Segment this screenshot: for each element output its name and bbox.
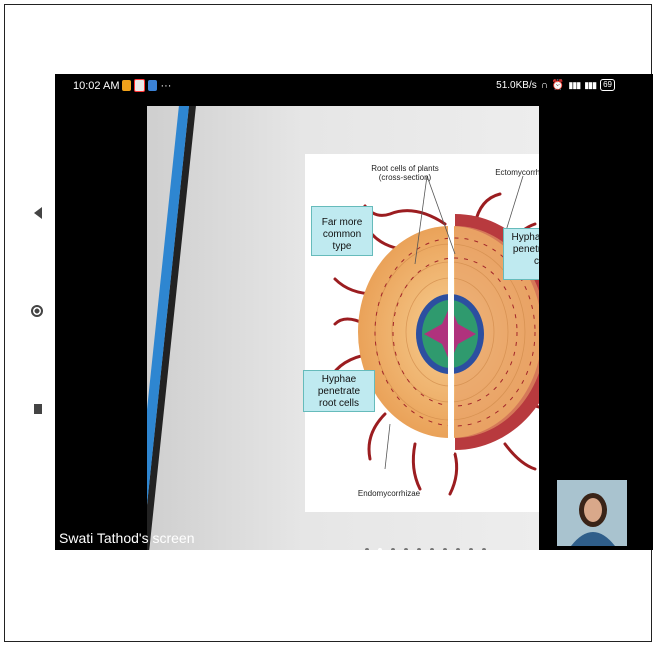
page-dot[interactable] xyxy=(456,548,460,550)
status-bar: 10:02 AM ··· 51.0KB/s ∩ ⏰ ▮▮▮ ▮▮▮ 69 xyxy=(55,74,653,96)
battery-icon: 69 xyxy=(600,79,615,91)
page-dot[interactable] xyxy=(482,548,486,550)
page-dot[interactable] xyxy=(469,548,473,550)
page-dot[interactable] xyxy=(365,548,369,550)
label-root-cells: Root cells of plants (cross-section) xyxy=(365,164,445,182)
label-ectomycorrhizae: Ectomycorrhizae xyxy=(485,168,539,177)
back-icon[interactable] xyxy=(34,207,42,219)
participant-avatar xyxy=(557,480,627,546)
label-endomycorrhizae: Endomycorrhizae xyxy=(349,489,429,498)
page-dot[interactable] xyxy=(417,548,421,550)
page-dot[interactable] xyxy=(404,548,408,550)
signal-icon: ▮▮▮ xyxy=(584,80,596,91)
headphones-icon: ∩ xyxy=(541,80,548,91)
page-dot[interactable] xyxy=(443,548,447,550)
status-time: 10:02 AM xyxy=(73,80,119,92)
page-dot[interactable] xyxy=(391,548,395,550)
network-speed: 51.0KB/s xyxy=(496,80,537,91)
callout-far-more-common: Far more common type xyxy=(311,206,373,256)
more-notifications-icon: ··· xyxy=(160,80,171,92)
callout-hyphae-do-not-penetrate: Hyphae do not penetrate root cells xyxy=(503,228,539,280)
recents-icon[interactable] xyxy=(34,404,42,414)
mycorrhizae-diagram: Root cells of plants (cross-section) Ect… xyxy=(305,154,539,512)
screen-share-caption: Swati Tathod's screen xyxy=(55,530,199,546)
slide-page-indicator xyxy=(365,548,486,550)
page-dot[interactable] xyxy=(430,548,434,550)
page-dot-active[interactable] xyxy=(378,548,382,550)
phone-screen: 10:02 AM ··· 51.0KB/s ∩ ⏰ ▮▮▮ ▮▮▮ 69 xyxy=(55,74,653,550)
app-notification-icon xyxy=(134,79,145,92)
status-right: 51.0KB/s ∩ ⏰ ▮▮▮ ▮▮▮ 69 xyxy=(496,79,615,91)
home-icon[interactable] xyxy=(31,305,43,317)
alarm-icon: ⏰ xyxy=(552,80,564,91)
status-left: 10:02 AM ··· xyxy=(73,79,171,92)
shared-slide: Root cells of plants (cross-section) Ect… xyxy=(147,106,539,550)
app-notification-icon xyxy=(122,80,131,91)
signal-icon: ▮▮▮ xyxy=(568,80,580,91)
app-notification-icon xyxy=(148,80,157,91)
participant-video-thumbnail[interactable] xyxy=(557,480,627,546)
callout-hyphae-penetrate: Hyphae penetrate root cells xyxy=(303,370,375,412)
